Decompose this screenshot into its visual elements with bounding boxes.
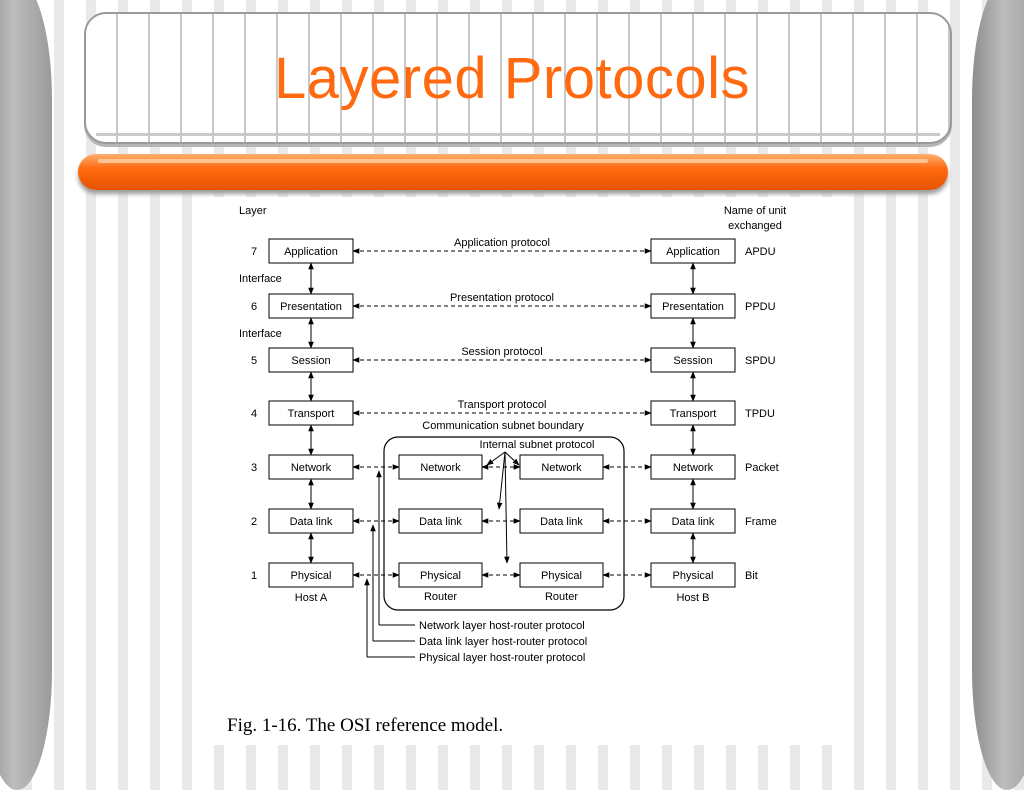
figure-caption: Fig. 1-16. The OSI reference model. bbox=[227, 715, 504, 736]
layer-number-4: 4 bbox=[251, 408, 257, 420]
host-b-4 bbox=[650, 400, 736, 426]
host-a-1-label: Physical bbox=[291, 570, 332, 582]
host-a-5-label: Session bbox=[291, 355, 330, 367]
host-b-1 bbox=[650, 562, 736, 588]
title-frame bbox=[84, 12, 952, 144]
host-b-7 bbox=[650, 238, 736, 264]
layer-number-6: 6 bbox=[251, 301, 257, 313]
slide-title: Layered Protocols bbox=[274, 46, 750, 111]
host-a-4 bbox=[268, 400, 354, 426]
host-b-label: Host B bbox=[676, 592, 709, 604]
host-a-2 bbox=[268, 508, 354, 534]
host-b-6 bbox=[650, 293, 736, 319]
router-label-2: Router bbox=[545, 591, 578, 603]
host-a-3 bbox=[268, 454, 354, 480]
host-b-1-label: Physical bbox=[673, 570, 714, 582]
host-a-3-label: Network bbox=[291, 462, 332, 474]
internal-protocol-arrow-1 bbox=[486, 451, 506, 466]
unit-5: SPDU bbox=[745, 355, 776, 367]
layer-header: Layer bbox=[239, 205, 267, 217]
host-a-6 bbox=[268, 293, 354, 319]
router-b-1 bbox=[519, 562, 604, 588]
host-router-protocol-label-2: Data link layer host-router protocol bbox=[419, 636, 587, 648]
figure-panel: Layer Name of unit exchanged 7 Application Ap… bbox=[207, 197, 853, 745]
layer-number-3: 3 bbox=[251, 462, 257, 474]
unit-6: PPDU bbox=[745, 301, 776, 313]
router-b-2 bbox=[519, 508, 604, 534]
host-b-5-label: Session bbox=[673, 355, 712, 367]
internal-protocol-arrow-2 bbox=[504, 451, 520, 466]
peer-protocol-label-6: Presentation protocol bbox=[450, 292, 554, 304]
peer-protocol-label-5: Session protocol bbox=[461, 346, 542, 358]
peer-protocol-label-7: Application protocol bbox=[454, 237, 550, 249]
host-a-5 bbox=[268, 347, 354, 373]
host-a-6-label: Presentation bbox=[280, 301, 342, 313]
osi-model-diagram: Layer Name of unit exchanged 7 Application Ap… bbox=[239, 205, 786, 664]
interface-label-2: Interface bbox=[239, 328, 282, 340]
title-underline-bar bbox=[78, 154, 948, 190]
internal-protocol-arrow-4 bbox=[504, 451, 510, 564]
interface-label-1: Interface bbox=[239, 273, 282, 285]
layer-number-5: 5 bbox=[251, 355, 257, 367]
internal-subnet-protocol-label: Internal subnet protocol bbox=[480, 439, 595, 451]
unit-header-line1: Name of unit bbox=[724, 205, 786, 217]
router-a-2-label: Data link bbox=[419, 516, 462, 528]
host-a-label: Host A bbox=[295, 592, 328, 604]
host-a-7 bbox=[268, 238, 354, 264]
router-label-1: Router bbox=[424, 591, 457, 603]
router-a-2 bbox=[398, 508, 483, 534]
host-a-1 bbox=[268, 562, 354, 588]
host-b-3-label: Network bbox=[673, 462, 714, 474]
peer-protocol-label-4: Transport protocol bbox=[458, 399, 547, 411]
layer-number-7: 7 bbox=[251, 246, 257, 258]
router-a-3-label: Network bbox=[420, 462, 461, 474]
unit-header-line2: exchanged bbox=[728, 220, 782, 232]
layer-number-2: 2 bbox=[251, 516, 257, 528]
host-b-7-label: Application bbox=[666, 246, 720, 258]
host-router-protocol-label-1: Network layer host-router protocol bbox=[419, 620, 585, 632]
host-b-3 bbox=[650, 454, 736, 480]
left-decorative-pillar bbox=[0, 0, 52, 790]
unit-4: TPDU bbox=[745, 408, 775, 420]
right-decorative-pillar bbox=[972, 0, 1024, 790]
host-b-5 bbox=[650, 347, 736, 373]
host-a-2-label: Data link bbox=[290, 516, 333, 528]
router-a-1 bbox=[398, 562, 483, 588]
unit-7: APDU bbox=[745, 246, 776, 258]
host-b-2 bbox=[650, 508, 736, 534]
unit-3: Packet bbox=[745, 462, 779, 474]
layer-number-1: 1 bbox=[251, 570, 257, 582]
router-b-1-label: Physical bbox=[541, 570, 582, 582]
unit-2: Frame bbox=[745, 516, 777, 528]
subnet-boundary-label: Communication subnet boundary bbox=[422, 420, 584, 432]
router-b-3 bbox=[519, 454, 604, 480]
router-b-3-label: Network bbox=[541, 462, 582, 474]
unit-1: Bit bbox=[745, 570, 758, 582]
internal-protocol-arrow-3 bbox=[496, 451, 506, 510]
router-a-1-label: Physical bbox=[420, 570, 461, 582]
host-a-7-label: Application bbox=[284, 246, 338, 258]
router-b-2-label: Data link bbox=[540, 516, 583, 528]
host-router-protocol-label-3: Physical layer host-router protocol bbox=[419, 652, 585, 664]
host-b-4-label: Transport bbox=[670, 408, 717, 420]
router-a-3 bbox=[398, 454, 483, 480]
host-a-4-label: Transport bbox=[288, 408, 335, 420]
host-b-6-label: Presentation bbox=[662, 301, 724, 313]
host-b-2-label: Data link bbox=[672, 516, 715, 528]
